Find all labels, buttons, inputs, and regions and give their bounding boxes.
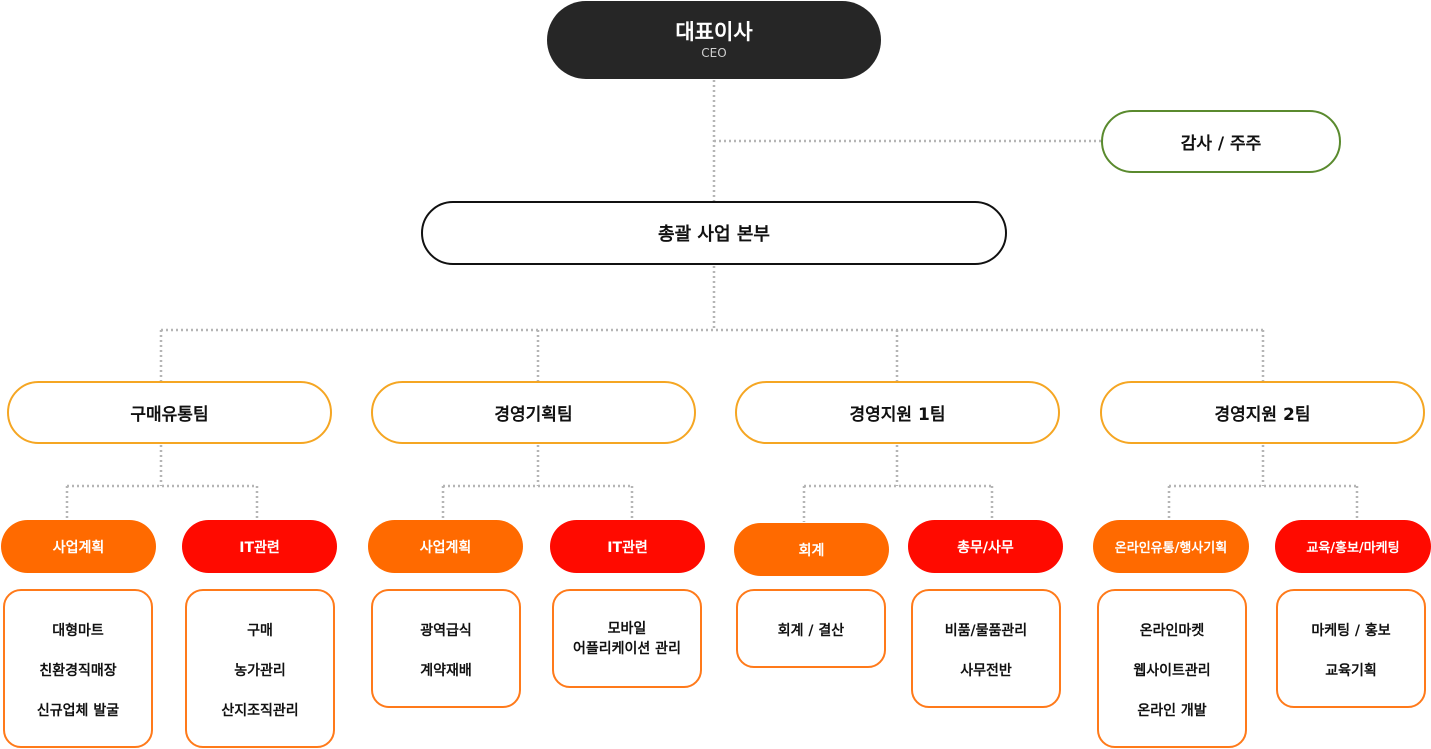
detail-item: 대형마트 bbox=[52, 623, 104, 639]
detail-item: 구매 bbox=[247, 623, 273, 639]
team-node-support-1: 경영지원 1팀 bbox=[735, 381, 1060, 444]
detail-item: 광역급식 bbox=[420, 623, 472, 639]
sub-node-it: IT관련 bbox=[550, 520, 705, 573]
detail-item: 모바일 bbox=[607, 621, 647, 637]
detail-box: 모바일 어플리케이션 관리 bbox=[552, 589, 702, 688]
ceo-node: 대표이사 CEO bbox=[547, 1, 881, 79]
detail-item: 웹사이트관리 bbox=[1133, 663, 1211, 679]
sub-node-online-events: 온라인유통/행사기획 bbox=[1093, 520, 1249, 573]
sub-node-business-plan: 사업계획 bbox=[368, 520, 523, 573]
detail-item: 친환경직매장 bbox=[39, 663, 117, 679]
sub-node-it: IT관련 bbox=[182, 520, 337, 573]
detail-item: 사무전반 bbox=[960, 663, 1012, 679]
detail-box: 비품/물품관리 사무전반 bbox=[911, 589, 1061, 708]
detail-item: 비품/물품관리 bbox=[944, 623, 1028, 639]
detail-item: 회계 / 결산 bbox=[777, 623, 845, 639]
detail-box: 회계 / 결산 bbox=[736, 589, 886, 668]
detail-box: 마케팅 / 홍보 교육기획 bbox=[1276, 589, 1426, 708]
team-node-planning: 경영기획팀 bbox=[371, 381, 696, 444]
ceo-title: 대표이사 bbox=[675, 20, 753, 44]
detail-item: 신규업체 발굴 bbox=[36, 703, 120, 719]
detail-box: 구매 농가관리 산지조직관리 bbox=[185, 589, 335, 748]
detail-item: 온라인마켓 bbox=[1139, 623, 1205, 639]
detail-box: 대형마트 친환경직매장 신규업체 발굴 bbox=[3, 589, 153, 748]
detail-item: 마케팅 / 홍보 bbox=[1311, 623, 1391, 639]
detail-item: 교육기획 bbox=[1325, 663, 1377, 679]
detail-item: 산지조직관리 bbox=[221, 703, 299, 719]
sub-node-business-plan: 사업계획 bbox=[1, 520, 156, 573]
sub-node-edu-marketing: 교육/홍보/마케팅 bbox=[1275, 520, 1431, 573]
detail-item: 온라인 개발 bbox=[1137, 703, 1207, 719]
detail-box: 광역급식 계약재배 bbox=[371, 589, 521, 708]
sub-node-general-affairs: 총무/사무 bbox=[908, 520, 1063, 573]
team-node-support-2: 경영지원 2팀 bbox=[1100, 381, 1425, 444]
team-node-purchasing: 구매유통팀 bbox=[7, 381, 332, 444]
audit-node: 감사 / 주주 bbox=[1101, 110, 1341, 173]
ceo-subtitle: CEO bbox=[701, 46, 727, 60]
detail-box: 온라인마켓 웹사이트관리 온라인 개발 bbox=[1097, 589, 1247, 748]
detail-item: 계약재배 bbox=[420, 663, 472, 679]
sub-node-accounting: 회계 bbox=[734, 523, 889, 576]
detail-item: 어플리케이션 관리 bbox=[573, 641, 681, 657]
detail-item: 농가관리 bbox=[234, 663, 286, 679]
hq-node: 총괄 사업 본부 bbox=[421, 201, 1007, 265]
